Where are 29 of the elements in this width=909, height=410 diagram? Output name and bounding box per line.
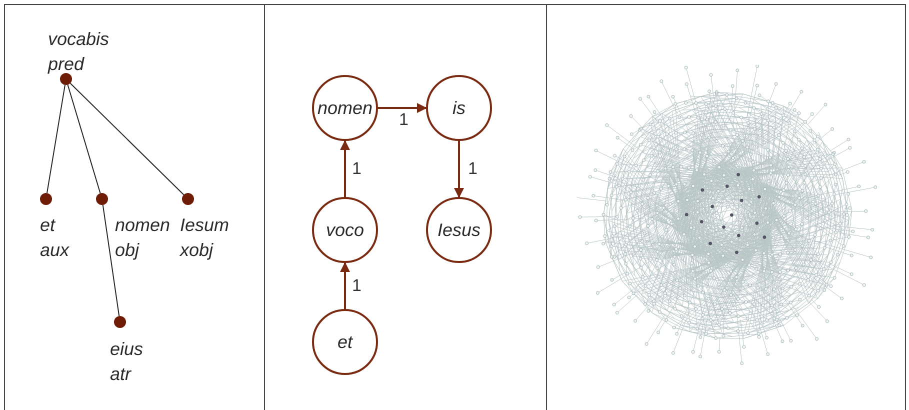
relation-label: xobj xyxy=(180,239,214,261)
tree-node-dot xyxy=(40,193,52,205)
word-label: et xyxy=(337,331,352,353)
relation-label: pred xyxy=(48,53,84,75)
word-label: Iesus xyxy=(437,219,481,241)
tree-node-dot xyxy=(96,193,108,205)
tree-node-dot xyxy=(114,316,126,328)
word-label: eius xyxy=(110,338,144,360)
connector-line xyxy=(67,84,101,194)
relation-label: atr xyxy=(110,363,132,385)
word-label: Iesum xyxy=(180,214,230,236)
tree-node-dot xyxy=(60,73,72,85)
arrow xyxy=(454,141,464,198)
connector-line xyxy=(70,82,184,196)
word-label: voco xyxy=(326,219,364,241)
word-label: et xyxy=(40,214,56,236)
arrow xyxy=(340,262,350,309)
word-label: is xyxy=(452,97,466,119)
connector-line xyxy=(46,84,66,194)
arrow xyxy=(340,140,350,197)
relation-label: aux xyxy=(40,239,70,261)
arrow xyxy=(378,103,427,113)
tree-node-dot xyxy=(182,193,194,205)
network-drawing xyxy=(577,65,877,365)
word-label: nomen xyxy=(115,214,170,236)
relation-label: obj xyxy=(115,239,140,261)
connector-line xyxy=(102,204,120,317)
word-label: vocabis xyxy=(48,28,110,50)
word-label: nomen xyxy=(317,97,373,119)
